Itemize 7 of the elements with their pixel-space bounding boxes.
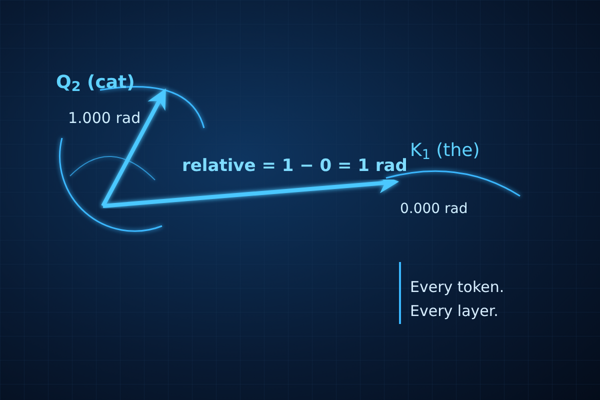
- vector-label: K$_{1}$ (the): [410, 140, 480, 162]
- note-text: Every token.: [410, 278, 504, 297]
- angle-label: 0.000 rad: [400, 201, 468, 218]
- angle-label: 1.000 rad: [68, 109, 141, 128]
- equation-text: relative = 1 − 0 = 1 rad: [182, 156, 408, 178]
- vector-label: Q$_{2}$ (cat): [56, 72, 135, 94]
- note-text: Every layer.: [410, 302, 498, 321]
